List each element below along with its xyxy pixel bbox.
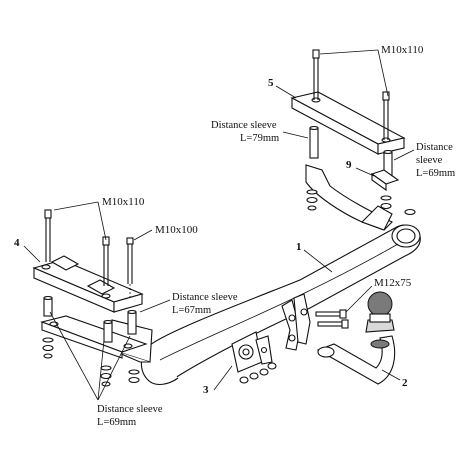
center-bracket (281, 293, 311, 351)
part-number-5: 5 (268, 77, 274, 89)
m12-bolts (315, 309, 349, 329)
part-number-9: 9 (346, 159, 352, 171)
label-sleeve-79-len: L=79mm (240, 133, 279, 144)
left-nuts (42, 337, 140, 387)
right-nuts (306, 189, 416, 216)
label-m12x75: M12x75 (374, 277, 412, 289)
part-number-4: 4 (14, 237, 20, 249)
tow-ball-part-2 (316, 291, 396, 385)
part-number-1: 1 (296, 241, 302, 253)
left-distance-sleeves (43, 295, 137, 343)
right-mounting-plate-part-5 (290, 91, 406, 155)
label-sleeve-69-bottom-len: L=69mm (97, 417, 136, 428)
label-sleeve-69-right-title2: sleeve (416, 155, 443, 166)
small-plate-part-9 (370, 169, 400, 192)
left-mounting-plate-part-4 (32, 255, 148, 359)
socket-plate-part-3 (231, 331, 273, 373)
part-number-labels: 1 2 3 4 5 9 (14, 77, 408, 396)
right-bracket (305, 164, 393, 231)
socket-nuts (239, 362, 277, 384)
part-number-2: 2 (402, 377, 408, 389)
label-sleeve-67-len: L=67mm (172, 305, 211, 316)
label-sleeve-69-right-title: Distance (416, 142, 453, 153)
part-number-3: 3 (203, 384, 209, 396)
label-sleeve-69-right-len: L=69mm (416, 168, 455, 179)
left-bolts (44, 209, 134, 298)
right-bolts (312, 49, 390, 140)
label-sleeve-67-title: Distance sleeve (172, 292, 238, 303)
label-m10x100: M10x100 (155, 224, 198, 236)
label-m10x110-left: M10x110 (102, 196, 145, 208)
label-m10x110-top: M10x110 (381, 44, 424, 56)
label-sleeve-69-bottom-title: Distance sleeve (97, 404, 163, 415)
text-labels: M10x110 M10x110 M10x100 M12x75 Distance … (97, 44, 455, 428)
leader-lines (23, 49, 415, 401)
label-sleeve-79-title: Distance sleeve (211, 120, 277, 131)
